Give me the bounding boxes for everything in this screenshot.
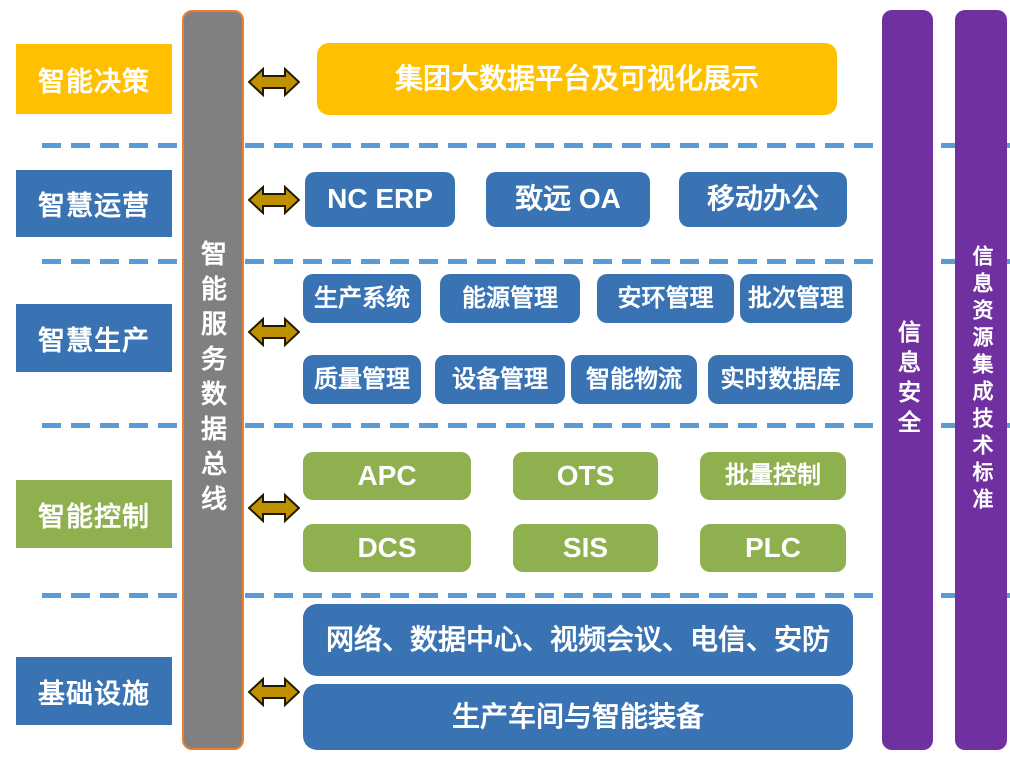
box-plc: PLC [700, 524, 846, 572]
layer-label-decision: 智能决策 [16, 44, 172, 114]
box-network-datacenter: 网络、数据中心、视频会议、电信、安防 [303, 604, 853, 676]
box-hse-mgmt: 安环管理 [597, 274, 734, 323]
box-production-system: 生产系统 [303, 274, 421, 323]
integration-standards-label: 信息资源集成技术标准 [970, 245, 993, 515]
layer-divider-1 [42, 143, 1010, 148]
box-equipment-mgmt: 设备管理 [435, 355, 565, 404]
layer-label-infrastructure: 基础设施 [16, 657, 172, 725]
double-arrow-icon [248, 316, 300, 348]
layer-label-operation: 智慧运营 [16, 170, 172, 237]
box-sis: SIS [513, 524, 658, 572]
double-arrow-icon [248, 676, 300, 708]
integration-standards-bar: 信息资源集成技术标准 [955, 10, 1007, 750]
box-big-data-platform: 集团大数据平台及可视化展示 [317, 43, 837, 115]
data-bus-bar: 智能服务数据总线 [182, 10, 244, 750]
information-security-label: 信息安全 [894, 320, 921, 440]
double-arrow-icon [248, 66, 300, 98]
box-batch-control: 批量控制 [700, 452, 846, 500]
information-security-bar: 信息安全 [882, 10, 933, 750]
box-realtime-database: 实时数据库 [708, 355, 853, 404]
data-bus-label: 智能服务数据总线 [197, 240, 228, 520]
box-smart-logistics: 智能物流 [571, 355, 697, 404]
box-quality-mgmt: 质量管理 [303, 355, 421, 404]
box-batch-mgmt: 批次管理 [740, 274, 852, 323]
box-ots: OTS [513, 452, 658, 500]
layer-label-production: 智慧生产 [16, 304, 172, 372]
box-dcs: DCS [303, 524, 471, 572]
layer-divider-3 [42, 423, 1010, 428]
double-arrow-icon [248, 492, 300, 524]
box-workshop-equipment: 生产车间与智能装备 [303, 684, 853, 750]
box-nc-erp: NC ERP [305, 172, 455, 227]
box-energy-mgmt: 能源管理 [440, 274, 580, 323]
box-apc: APC [303, 452, 471, 500]
layer-label-control: 智能控制 [16, 480, 172, 548]
box-mobile-office: 移动办公 [679, 172, 847, 227]
layer-divider-2 [42, 259, 1010, 264]
double-arrow-icon [248, 184, 300, 216]
layer-divider-4 [42, 593, 1010, 598]
box-zhiyuan-oa: 致远 OA [486, 172, 650, 227]
